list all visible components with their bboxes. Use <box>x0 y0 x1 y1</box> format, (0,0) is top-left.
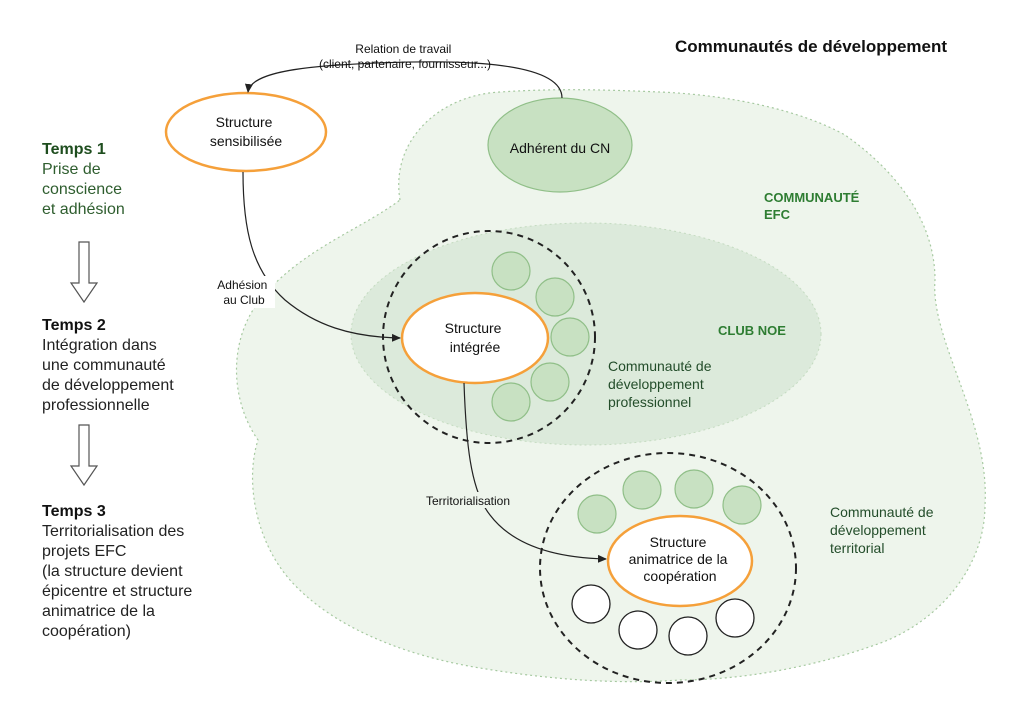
timeline-arrow-2 <box>69 424 99 487</box>
step-2-line-4: professionnelle <box>42 397 150 414</box>
pro-member-5 <box>491 382 531 422</box>
step-1-line-2: conscience <box>42 181 123 198</box>
pro-members <box>491 251 590 422</box>
step-1-line-1: Prise de <box>42 161 101 178</box>
terr-member-white-3 <box>668 616 708 656</box>
edge-adhesion <box>242 171 401 342</box>
terr-member-white-4 <box>715 598 755 638</box>
step-3-line-6: coopération) <box>42 623 131 640</box>
edge-relation-travail <box>244 61 563 99</box>
node-structure-animatrice <box>606 514 754 608</box>
step-3-line-1: Territorialisation des <box>42 523 185 540</box>
territorialisation-label-bg <box>422 492 514 508</box>
svg-text:Structure animatrice de la: Structure animatrice de la coopération <box>629 534 732 584</box>
svg-text:Communauté de développemen: Communauté de développement territorial <box>830 504 937 556</box>
structure-animatrice-label-2: animatrice de la <box>629 551 728 567</box>
step-3-title: Temps 3 <box>42 503 106 520</box>
territorialisation-label: Territorialisation <box>426 494 510 508</box>
terr-member-green-2 <box>622 470 662 510</box>
adherent-cn-label: Adhérent du CN <box>510 140 610 156</box>
step-2-title: Temps 2 <box>42 317 106 334</box>
structure-integree-label-2: intégrée <box>450 339 501 355</box>
pro-member-3 <box>550 317 590 357</box>
club-noe-label: CLUB NOE <box>718 323 786 338</box>
structure-animatrice-label-3: coopération <box>643 568 716 584</box>
pro-member-1 <box>491 251 531 291</box>
dev-terr-label-2: développement <box>830 522 926 538</box>
timeline-arrow-1 <box>69 241 99 304</box>
dev-pro-label-1: Communauté de <box>608 358 712 374</box>
terr-member-green-1 <box>577 494 617 534</box>
adhesion-label-bg <box>213 276 275 308</box>
dev-terr-label-3: territorial <box>830 540 884 556</box>
pro-member-4 <box>530 362 570 402</box>
timeline-step-2: Temps 2 Intégration dans une communauté … <box>42 316 174 416</box>
adhesion-label-1: Adhésion <box>217 278 267 292</box>
timeline-step-3: Temps 3 Territorialisation des projets E… <box>42 502 192 642</box>
node-structure-integree <box>400 291 550 385</box>
step-1-line-3: et adhésion <box>42 201 125 218</box>
terr-member-green-4 <box>722 485 762 525</box>
svg-text:Communauté de développemen: Communauté de développement professionne… <box>608 358 715 410</box>
structure-sensibilisee-label-1: Structure <box>216 114 273 130</box>
terr-member-white-2 <box>618 610 658 650</box>
step-1-title: Temps 1 <box>42 141 106 158</box>
structure-animatrice-label-1: Structure <box>650 534 707 550</box>
step-2-line-3: de développement <box>42 377 174 394</box>
dev-pro-label-3: professionnel <box>608 394 691 410</box>
step-3-line-4: épicentre et structure <box>42 583 193 600</box>
communaute-efc-label-1: COMMUNAUTÉ <box>764 190 860 205</box>
step-3-line-2: projets EFC <box>42 543 127 560</box>
step-3-line-3: (la structure devient <box>42 563 183 580</box>
diagram-title: Communautés de développement <box>675 37 947 56</box>
svg-text:Relation de travail (clien: Relation de travail (client, partenaire,… <box>319 42 491 71</box>
communaute-efc-label-2: EFC <box>764 207 791 222</box>
svg-text:Adhésion au Club: Adhésion au Club <box>217 278 270 307</box>
structure-integree-label-1: Structure <box>445 320 502 336</box>
structure-sensibilisee-label-2: sensibilisée <box>210 133 283 149</box>
step-2-line-1: Intégration dans <box>42 337 157 354</box>
terr-member-white-1 <box>571 584 611 624</box>
edge-territorialisation <box>463 382 607 563</box>
step-3-line-5: animatrice de la <box>42 603 155 620</box>
node-structure-sensibilisee <box>164 91 328 173</box>
terr-member-green-3 <box>674 469 714 509</box>
dev-pro-label-2: développement <box>608 376 704 392</box>
pro-member-2 <box>535 277 575 317</box>
node-adherent-cn <box>487 97 633 193</box>
adhesion-label-2: au Club <box>223 293 265 307</box>
relation-label-1: Relation de travail <box>355 42 451 56</box>
svg-text:Structure intégrée: Structure intégrée <box>445 320 506 355</box>
dev-terr-label-1: Communauté de <box>830 504 934 520</box>
terr-members <box>571 469 762 656</box>
communaute-terr-circle <box>539 452 797 684</box>
relation-label-2: (client, partenaire, fournisseur...) <box>319 57 491 71</box>
svg-text:Structure sensibilisée: Structure sensibilisée <box>210 114 283 149</box>
timeline-step-1: Temps 1 Prise de conscience et adhésion <box>42 140 125 220</box>
svg-text:COMMUNAUTÉ EFC: COMMUNAUTÉ EFC <box>764 190 863 222</box>
step-2-line-2: une communauté <box>42 357 166 374</box>
